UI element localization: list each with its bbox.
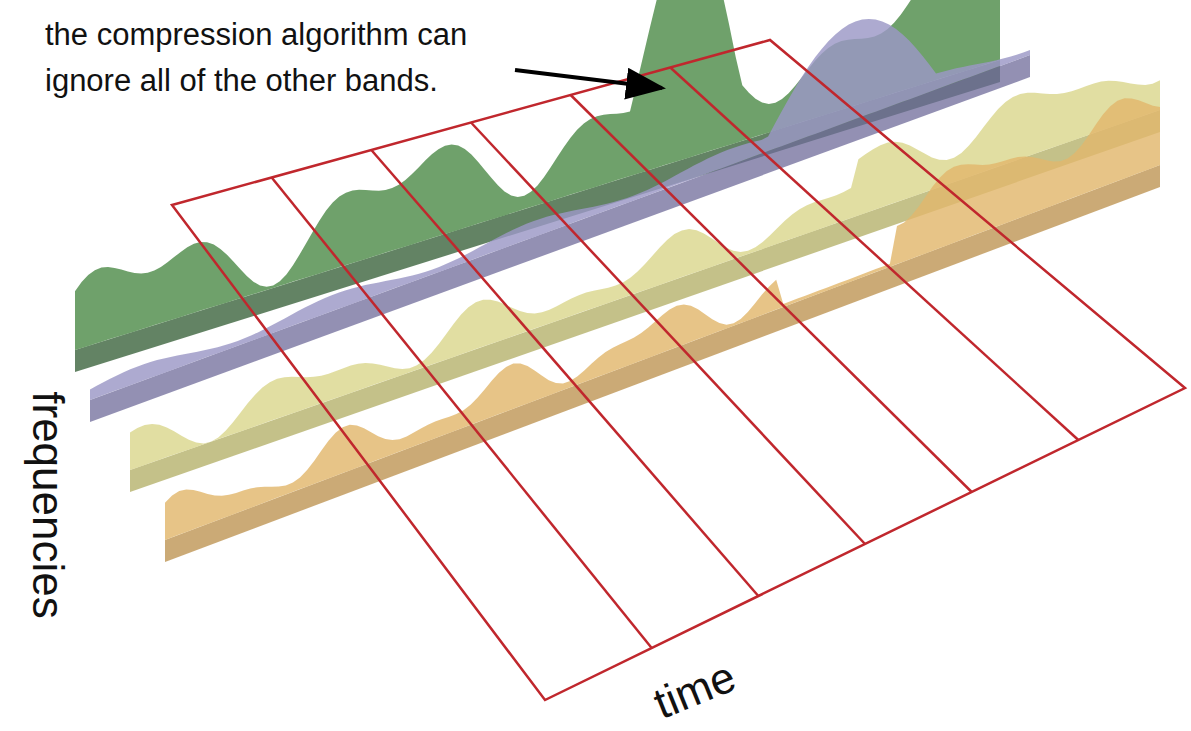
orange-band-edge bbox=[165, 165, 1160, 562]
grid-line bbox=[670, 68, 1078, 441]
yellow-band bbox=[130, 80, 1160, 470]
grid-line bbox=[272, 178, 652, 649]
callout-text: the compression algorithm can ignore all… bbox=[45, 12, 525, 104]
grid-line bbox=[571, 95, 972, 492]
axis-label: frequencies bbox=[23, 391, 73, 618]
leader-arrow bbox=[515, 70, 662, 88]
grid-line bbox=[371, 150, 758, 596]
time-grid bbox=[172, 40, 1185, 700]
grid-line bbox=[471, 123, 865, 545]
grid-outline bbox=[172, 40, 1185, 700]
axis-label: time bbox=[647, 651, 743, 728]
